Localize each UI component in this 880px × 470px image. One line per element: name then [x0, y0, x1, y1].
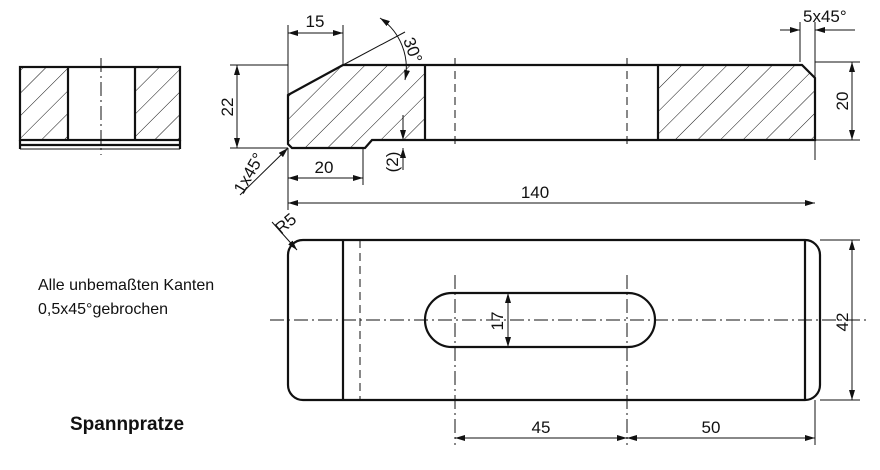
note-line-2: 0,5x45°gebrochen	[38, 301, 168, 318]
dim-slot-end: 50	[702, 418, 721, 437]
dim-height-right: 20	[833, 92, 852, 111]
dim-step-length: 20	[315, 158, 334, 177]
dim-radius: R5	[271, 210, 300, 239]
end-view	[18, 58, 182, 155]
hatch-left	[20, 67, 68, 140]
dim-right-chamfer: 5x45°	[803, 7, 847, 26]
dim-total-width: 42	[833, 313, 852, 332]
dim-slot-start: 45	[532, 418, 551, 437]
side-view: 22 20 5x45° 15 30° 1x45° 20 (2) 1	[218, 7, 860, 210]
dim-slot-width: 17	[488, 312, 507, 331]
note-line-1: Alle unbemaßten Kanten	[38, 277, 214, 294]
dim-chamfer-width: 15	[306, 12, 325, 31]
dim-step-depth: (2)	[383, 152, 402, 173]
dim-total-length: 140	[521, 183, 549, 202]
dim-angle: 30°	[399, 35, 426, 66]
hatch-right	[135, 67, 180, 140]
top-view: R5 17 42 45 50	[270, 210, 870, 445]
dim-height-left: 22	[218, 98, 237, 117]
drawing-title: Spannpratze	[70, 414, 184, 435]
